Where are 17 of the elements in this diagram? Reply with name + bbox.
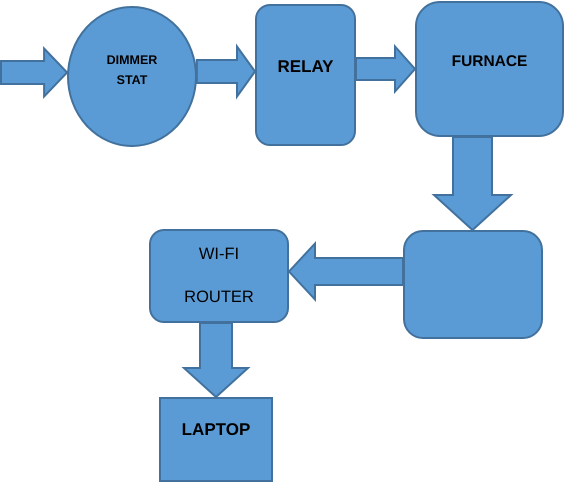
process-circle — [67, 6, 197, 147]
node-label: DIMMER STAT — [106, 52, 158, 89]
process-box — [159, 397, 273, 482]
block-arrow — [181, 322, 251, 398]
node-label: RELAY — [277, 57, 334, 77]
process-box — [415, 1, 564, 137]
process-box — [255, 4, 356, 146]
node-label: LAPTOP — [182, 420, 250, 440]
block-arrow — [288, 240, 404, 302]
block-arrow — [355, 44, 416, 94]
block-arrow — [431, 136, 514, 232]
node-label: WI-FI ROUTER — [183, 244, 255, 308]
block-arrow — [0, 46, 68, 99]
node-label: FURNACE — [452, 52, 528, 72]
block-arrow — [196, 43, 256, 100]
process-box — [149, 229, 289, 323]
process-box — [403, 230, 543, 339]
